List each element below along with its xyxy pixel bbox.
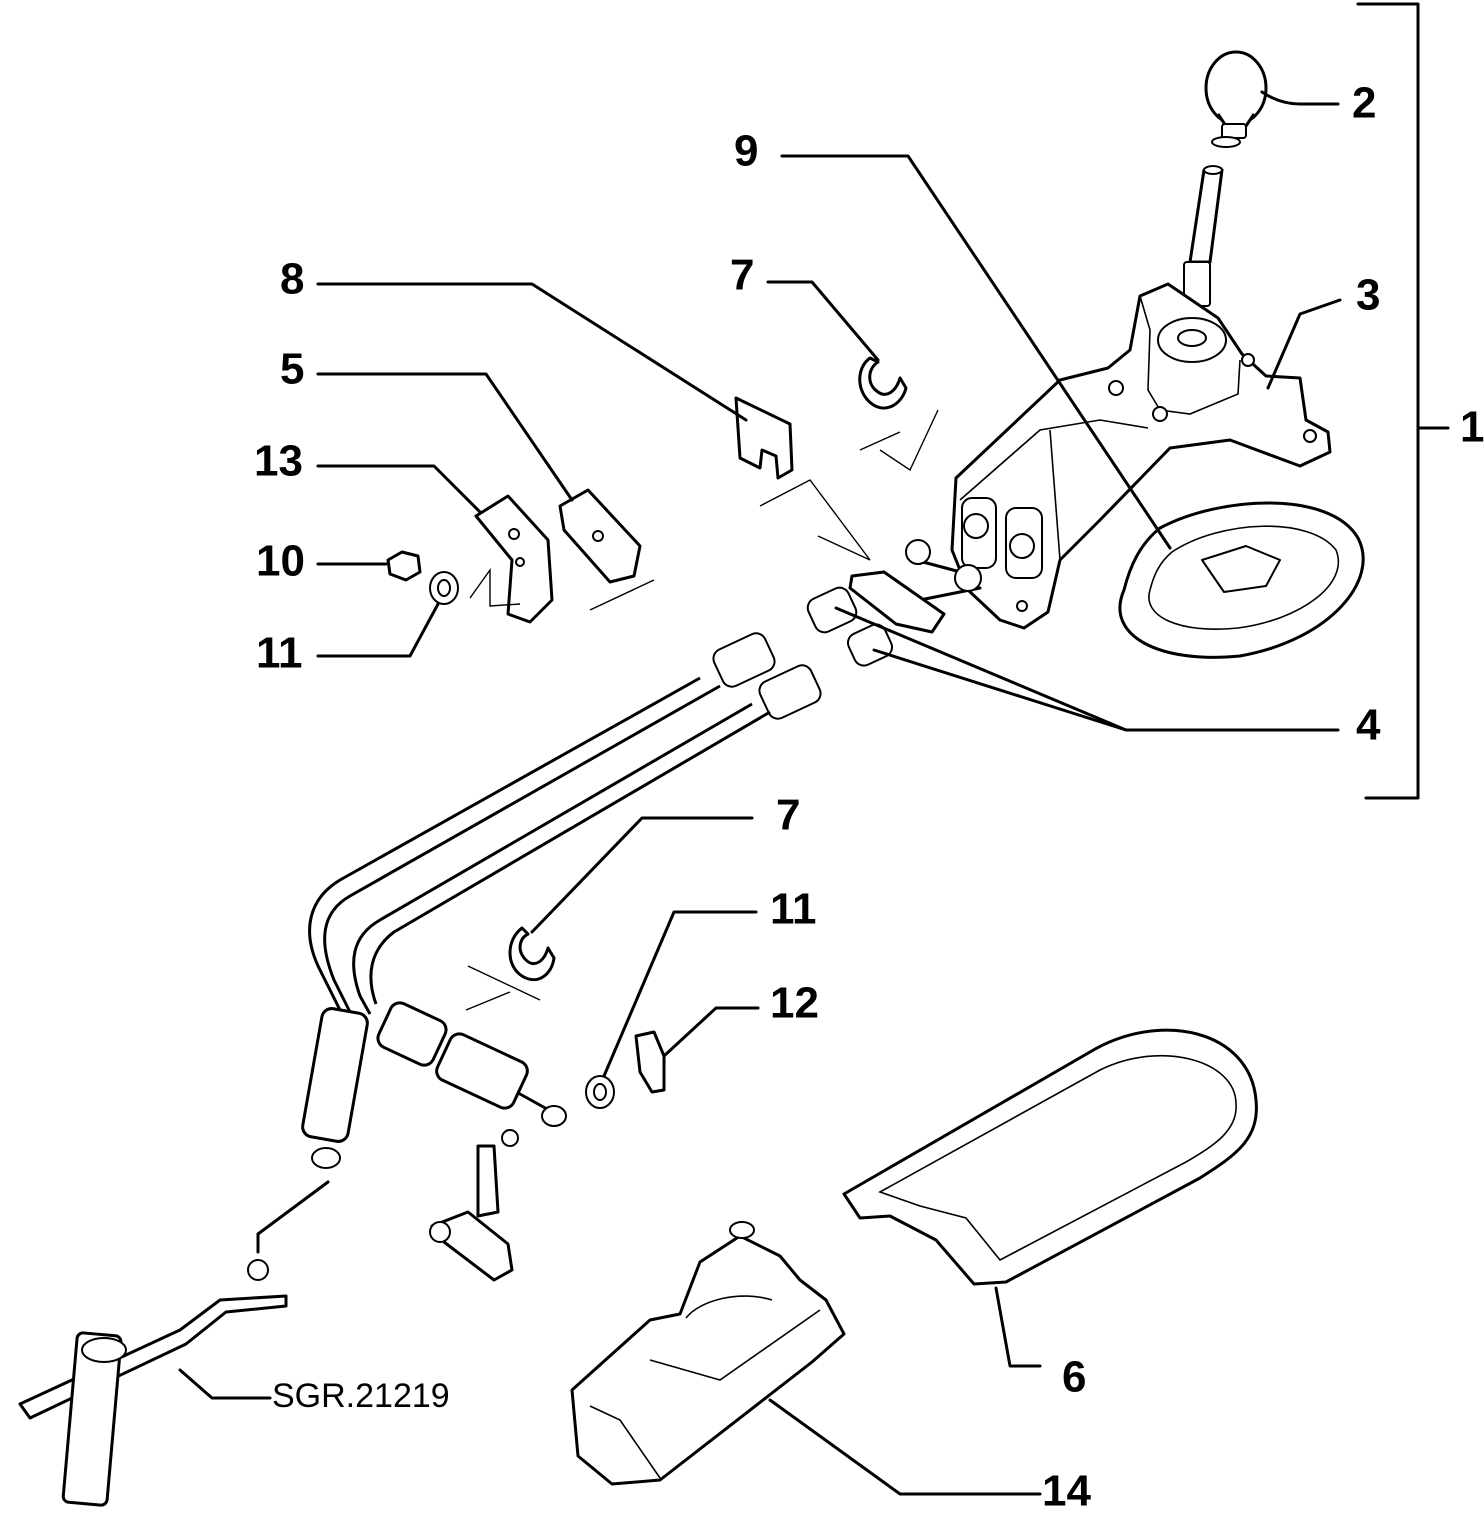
mounting-bracket-13 bbox=[316, 464, 554, 624]
gaiter-plate bbox=[780, 154, 1365, 659]
callout-14: 14 bbox=[1042, 1467, 1091, 1516]
callout-2: 2 bbox=[1352, 79, 1376, 128]
retainer-clip-12 bbox=[634, 1006, 760, 1094]
assembly-bracket bbox=[1356, 2, 1450, 800]
cable-end-bushes bbox=[712, 539, 1340, 732]
callout-4: 4 bbox=[1356, 701, 1381, 750]
support-bracket-5 bbox=[316, 372, 655, 611]
retainer-clip-upper bbox=[766, 280, 939, 472]
gearbox-side-lever bbox=[429, 1129, 519, 1282]
callout-1: 1 bbox=[1460, 403, 1484, 452]
callout-11-upper: 11 bbox=[256, 629, 303, 678]
gearbox-selector-lever bbox=[18, 1259, 288, 1507]
callout-6: 6 bbox=[1062, 1353, 1086, 1402]
lower-cable-ends bbox=[256, 1001, 567, 1254]
gear-lever-boot bbox=[570, 1221, 1042, 1496]
gearshift-housing bbox=[950, 282, 1342, 630]
nut-10 bbox=[316, 550, 422, 582]
callout-labels: 1 2 3 4 5 6 7 7 8 9 10 11 11 12 13 14 SG… bbox=[254, 79, 1484, 1516]
reference-code: SGR.21219 bbox=[272, 1377, 450, 1415]
callout-8: 8 bbox=[280, 255, 304, 304]
washer-11-upper bbox=[316, 567, 521, 658]
retainer-clip-lower bbox=[465, 816, 754, 1011]
callout-10: 10 bbox=[256, 537, 305, 586]
console-tray bbox=[842, 1028, 1258, 1368]
callout-5: 5 bbox=[280, 345, 304, 394]
callout-11-lower: 11 bbox=[770, 885, 817, 934]
callout-12: 12 bbox=[770, 979, 819, 1028]
washer-11-lower bbox=[585, 910, 758, 1109]
gear-lever-rod bbox=[1183, 165, 1224, 307]
callout-7-lower: 7 bbox=[776, 791, 800, 840]
callout-9: 9 bbox=[734, 127, 758, 176]
callout-13: 13 bbox=[254, 437, 303, 486]
callout-7-upper: 7 bbox=[730, 251, 754, 300]
gear-cables bbox=[308, 676, 771, 1017]
cable-clip bbox=[316, 282, 871, 561]
gear-knob bbox=[1204, 50, 1340, 148]
callout-3: 3 bbox=[1356, 271, 1380, 320]
